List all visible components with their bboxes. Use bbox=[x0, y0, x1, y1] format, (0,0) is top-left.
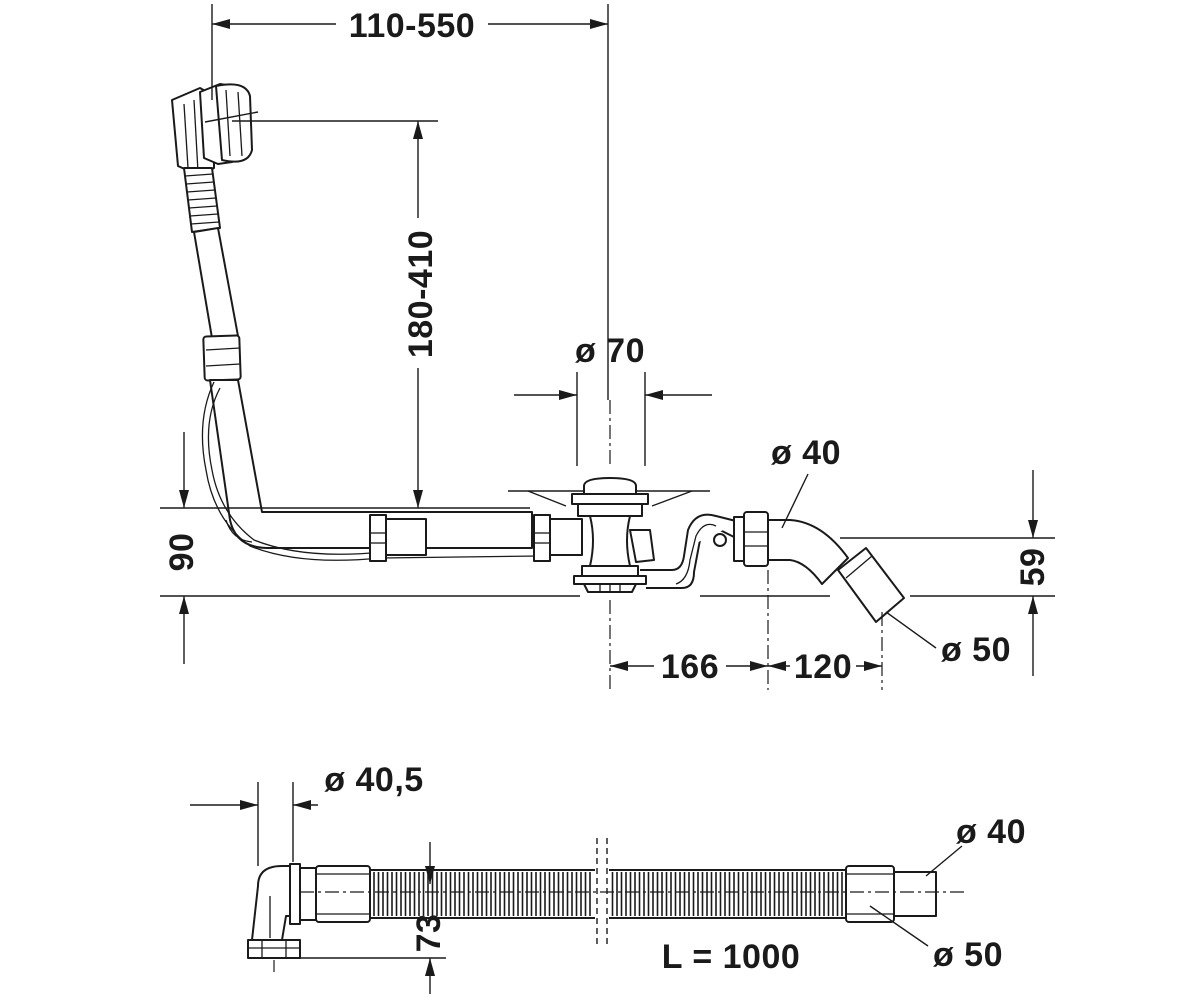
control-cable bbox=[201, 381, 541, 561]
waste-overflow-assembly bbox=[171, 83, 905, 690]
overflow-pipe bbox=[193, 227, 533, 549]
hose-connector-nut bbox=[289, 863, 371, 925]
dim-end-small-diameter: ø 40 bbox=[956, 813, 1026, 851]
hose-elbow bbox=[247, 865, 301, 972]
dim-elbow-diameter: ø 40,5 bbox=[324, 761, 423, 799]
dim-end-large-diameter: ø 50 bbox=[933, 936, 1003, 974]
dimension-lines-top bbox=[160, 4, 1055, 676]
drain-body bbox=[571, 477, 655, 593]
hose-end-fitting bbox=[845, 865, 937, 923]
dim-outlet-inner-diameter: ø 40 bbox=[771, 434, 841, 472]
overflow-connector-ribbed bbox=[183, 167, 221, 233]
outlet-elbow bbox=[733, 511, 905, 623]
drain-trap bbox=[640, 513, 741, 589]
dim-overflow-height: 180-410 bbox=[402, 230, 440, 358]
dim-height-right: 59 bbox=[1014, 548, 1052, 587]
dim-drain-diameter: ø 70 bbox=[575, 332, 645, 370]
dim-offset-outlet-end: 120 bbox=[794, 648, 852, 686]
dim-hose-length: L = 1000 bbox=[662, 938, 801, 976]
pipe-coupling-left bbox=[369, 514, 427, 562]
dimension-lines-bottom bbox=[190, 782, 963, 994]
dim-outlet-outer-diameter: ø 50 bbox=[941, 631, 1011, 669]
hose-break-mark bbox=[595, 838, 609, 944]
pipe-coupling-right bbox=[533, 514, 583, 562]
dim-offset-drain-outlet: 166 bbox=[661, 648, 719, 686]
flexible-hose-assembly bbox=[247, 838, 966, 972]
dim-overflow-distance: 110-550 bbox=[349, 7, 475, 45]
dim-height-left: 90 bbox=[163, 533, 201, 572]
overflow-head bbox=[171, 83, 259, 177]
dim-hose-height: 73 bbox=[410, 914, 448, 953]
